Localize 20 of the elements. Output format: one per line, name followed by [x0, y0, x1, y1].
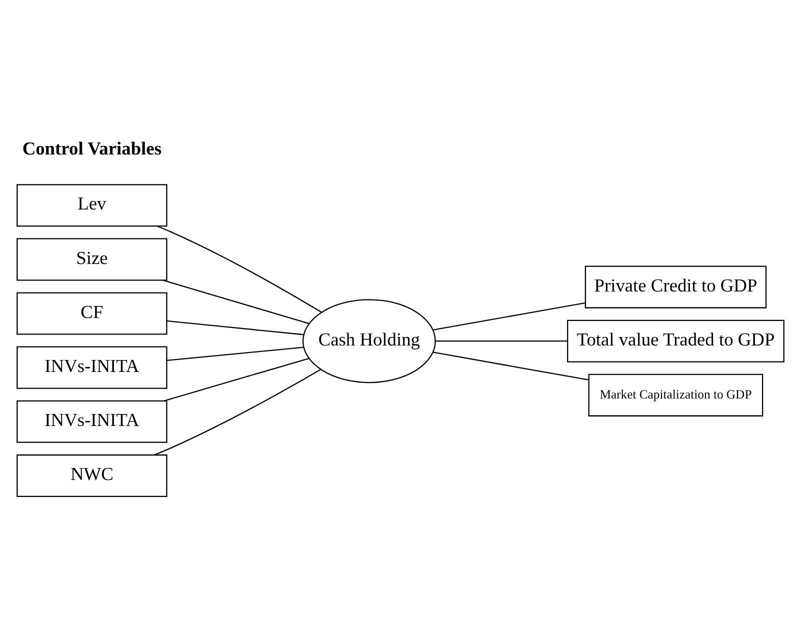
node-ellipse: Cash Holding — [302, 299, 436, 384]
node-box: INVs-INITA — [16, 346, 168, 389]
node-box: Lev — [16, 184, 168, 227]
connector — [432, 352, 588, 380]
connector — [156, 226, 322, 313]
label: Control Variables — [22, 138, 162, 159]
node-box: NWC — [16, 454, 168, 497]
node-box: CF — [16, 292, 168, 335]
node-box: Market Capitalization to GDP — [588, 374, 764, 416]
connector — [166, 320, 304, 336]
connector — [154, 368, 322, 456]
node-box: Total value Traded to GDP — [567, 320, 784, 362]
node-box: INVs-INITA — [16, 400, 168, 443]
node-box: Private Credit to GDP — [584, 266, 767, 308]
connector — [432, 302, 586, 331]
connector — [164, 358, 309, 402]
node-box: Size — [16, 238, 168, 281]
connector — [162, 280, 310, 324]
connector — [436, 340, 568, 342]
connector — [166, 346, 304, 362]
